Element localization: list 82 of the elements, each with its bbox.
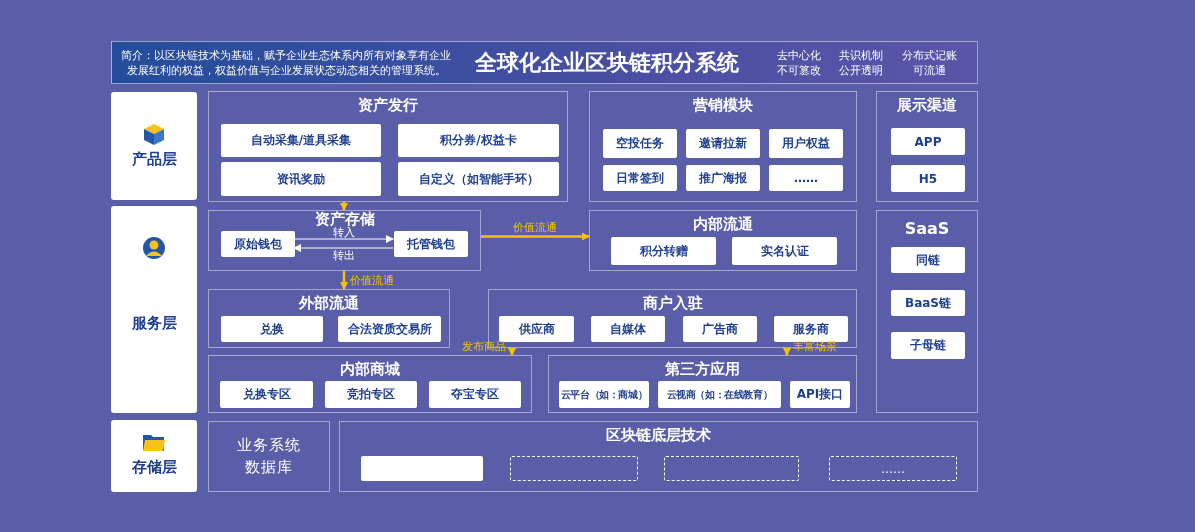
item-box: 云平台（如：商城）: [559, 381, 649, 408]
arrow: [340, 202, 348, 211]
feature-text: 去中心化不可篡改: [776, 48, 822, 78]
item-box: 竞拍专区: [325, 381, 417, 408]
group-panel: [208, 210, 481, 271]
item-box: ……: [769, 165, 843, 191]
item-box: 托管钱包: [394, 231, 468, 257]
group-title: 展示渠道: [896, 96, 958, 115]
item-box: 资讯奖励: [221, 162, 381, 196]
item-box: 日常签到: [603, 165, 677, 191]
group-panel: [589, 91, 857, 202]
group-panel: [339, 421, 978, 492]
group-panel: [208, 355, 532, 413]
feature-text: 共识机制公开透明: [838, 48, 884, 78]
group-panel: [876, 210, 978, 413]
group-panel: [548, 355, 857, 413]
box-shape: [510, 456, 638, 481]
box-shape: [664, 456, 799, 481]
group-panel: [589, 210, 857, 271]
item-box: 空投任务: [603, 129, 677, 158]
intro-text: 简介：以区块链技术为基础，赋予企业生态体系内所有对象享有企业发展红利的权益，权益价值与企业发展状态动态相关的管理系统。: [120, 48, 452, 78]
item-box: 原始钱包: [221, 231, 295, 257]
item-box: H5: [891, 165, 965, 192]
item-box: 自动采集/道具采集: [221, 124, 381, 157]
layer-label: 服务层: [130, 313, 178, 333]
item-box: 广告商: [683, 316, 757, 342]
item-box: 积分券/权益卡: [398, 124, 559, 157]
group-title: 营销模块: [692, 96, 754, 115]
group-title: 区块链底层技术: [605, 426, 712, 445]
arrow: [481, 232, 590, 241]
item-box: 用户权益: [769, 129, 843, 158]
item-box: 推广海报: [686, 165, 760, 191]
group-title: 资产发行: [357, 96, 419, 115]
item-box: 兑换: [221, 316, 323, 342]
arrow: [340, 271, 348, 290]
layer-label: 产品层: [130, 150, 178, 169]
box-shape: [361, 456, 483, 481]
layer-card: [111, 92, 197, 200]
item-box: 供应商: [499, 316, 574, 342]
item-box: ……: [829, 456, 957, 481]
item-box: 实名认证: [732, 237, 837, 265]
edge-label: 发布商品: [462, 340, 506, 353]
edge-label: 价值流通: [350, 274, 394, 287]
edge-label: 价值流通: [512, 220, 558, 234]
item-box: 积分转赠: [611, 237, 716, 265]
item-box: BaaS链: [891, 290, 965, 316]
item-box: 自媒体: [591, 316, 665, 342]
group-panel: [208, 91, 568, 202]
group-panel: [208, 289, 450, 348]
edge-label: 转出: [331, 249, 356, 262]
arrow: [783, 348, 791, 356]
group-title: SaaS: [903, 219, 951, 238]
group-title: 业务系统数据库: [236, 435, 302, 478]
title: 全球化企业区块链积分系统: [474, 50, 740, 76]
item-box: 邀请拉新: [686, 129, 760, 158]
group-panel: [208, 421, 330, 492]
item-box: APP: [891, 128, 965, 155]
group-title: 内部流通: [692, 215, 754, 234]
layer-label: 存储层: [130, 458, 178, 477]
arrow: [293, 235, 394, 243]
group-title: 第三方应用: [664, 360, 741, 379]
group-title: 商户入驻: [641, 294, 704, 313]
layer-card: [111, 206, 197, 413]
group-title: 外部流通: [298, 294, 360, 313]
layer-card: [111, 420, 197, 492]
edge-label: 丰富场景: [793, 340, 837, 353]
arrow: [293, 244, 394, 252]
group-title: 内部商城: [339, 360, 401, 379]
edge-label: 转入: [332, 226, 355, 239]
item-box: 同链: [891, 247, 965, 273]
group-panel: [876, 91, 978, 202]
arrow: [508, 348, 516, 356]
item-box: 夺宝专区: [429, 381, 521, 408]
item-box: 子母链: [891, 332, 965, 359]
header-band: [111, 41, 978, 84]
item-box: 自定义（如智能手环）: [398, 162, 559, 196]
feature-text: 分布式记账可流通: [900, 48, 958, 78]
item-box: 兑换专区: [220, 381, 313, 408]
item-box: 合法资质交易所: [338, 316, 441, 342]
item-box: 云视商（如：在线教育）: [658, 381, 781, 408]
item-box: API接口: [790, 381, 850, 408]
item-box: 服务商: [774, 316, 848, 342]
